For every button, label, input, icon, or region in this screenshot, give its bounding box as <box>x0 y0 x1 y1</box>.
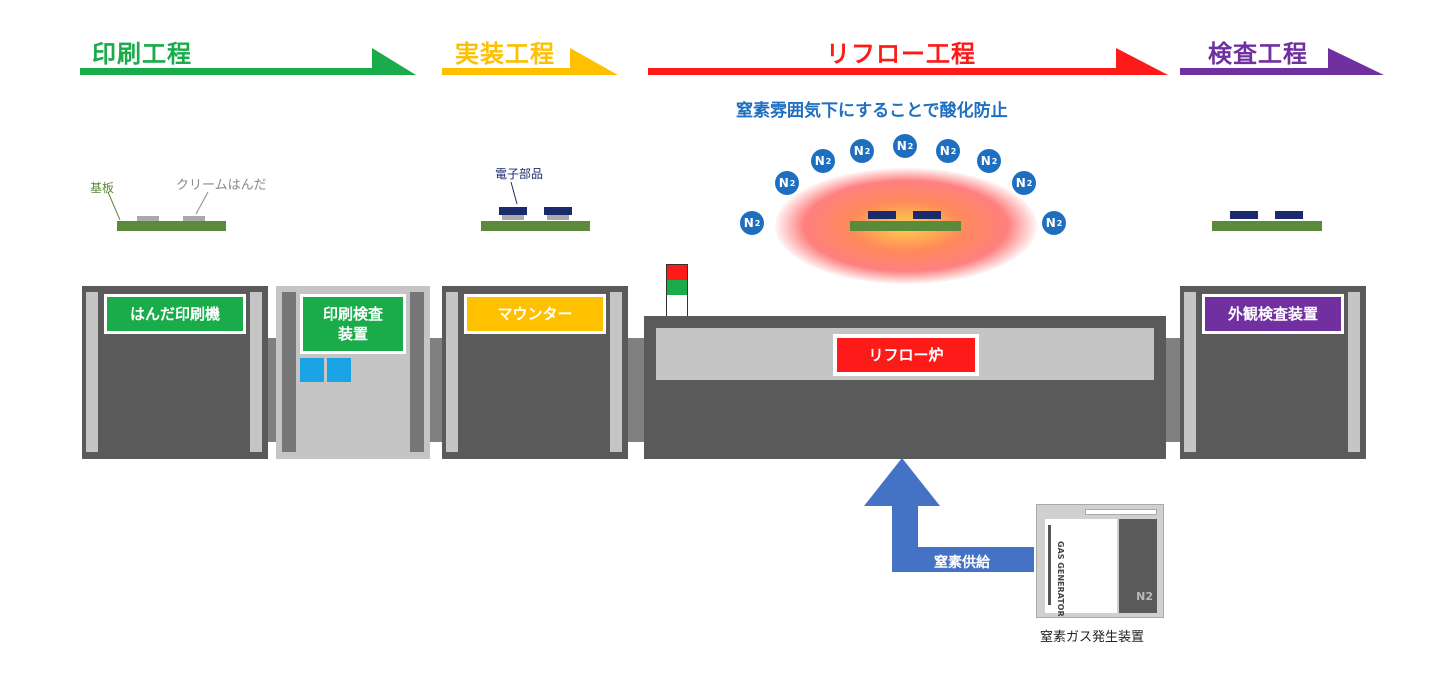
conveyor-link <box>428 338 442 442</box>
supply-label: 窒素供給 <box>934 555 990 571</box>
conveyor-link <box>628 338 644 442</box>
signal-light-green <box>667 280 687 295</box>
stage-inspect-title: 検査工程 <box>1208 40 1308 68</box>
aoi-machine: 外観検査装置 <box>1180 286 1366 459</box>
component-chip <box>1275 211 1303 219</box>
component-chip <box>1230 211 1258 219</box>
substrate-label: 基板 <box>90 181 115 195</box>
aoi-label: 外観検査装置 <box>1205 297 1341 331</box>
label-leaders <box>107 191 209 221</box>
monitor-panel <box>300 358 324 382</box>
solder-paste <box>547 215 569 220</box>
stage-mount-arrow <box>442 48 618 75</box>
solder-printer: はんだ印刷機 <box>82 286 268 459</box>
solder-label: クリームはんだ <box>176 178 267 193</box>
pcb-board <box>117 221 226 231</box>
component-chip <box>913 211 941 219</box>
solder-printer-label: はんだ印刷機 <box>107 297 243 331</box>
stage-reflow-title: リフロー工程 <box>826 40 976 68</box>
reflow-oven: リフロー炉 <box>644 316 1166 459</box>
nitrogen-supply-arrow <box>864 458 1034 572</box>
reflow-oven-label: リフロー炉 <box>837 338 975 372</box>
stage-reflow-arrow <box>648 48 1168 75</box>
monitor-panel <box>327 358 351 382</box>
solder-paste <box>137 216 159 221</box>
solder-paste <box>183 216 205 221</box>
print-inspection-machine: 印刷検査 装置 <box>276 286 430 459</box>
stage-print-arrow <box>80 48 416 75</box>
solder-paste <box>502 215 524 220</box>
generator-side-text: GAS GENERATOR <box>1056 541 1065 617</box>
pcb-board <box>850 221 961 231</box>
print-inspection-label: 印刷検査 装置 <box>303 297 403 351</box>
mounter-machine: マウンター <box>442 286 628 459</box>
pcb-board <box>481 221 590 231</box>
component-chip <box>868 211 896 219</box>
component-label: 電子部品 <box>495 167 544 181</box>
generator-caption: 窒素ガス発生装置 <box>1040 630 1145 645</box>
generator-logo: N2 <box>1136 590 1153 603</box>
gas-generator: GAS GENERATOR N2 <box>1036 504 1164 618</box>
component-leader <box>510 181 518 205</box>
stage-print-title: 印刷工程 <box>92 40 192 68</box>
mounter-label: マウンター <box>467 297 603 331</box>
signal-tower <box>666 264 688 318</box>
stage-mount-title: 実装工程 <box>455 40 555 68</box>
stage-inspect-arrow <box>1180 48 1384 75</box>
signal-light-red <box>667 265 687 280</box>
reflow-note: 窒素雰囲気下にすることで酸化防止 <box>736 101 1008 121</box>
component-chip <box>499 207 527 215</box>
pcb-board <box>1212 221 1322 231</box>
conveyor-link <box>1166 338 1180 442</box>
component-chip <box>544 207 572 215</box>
